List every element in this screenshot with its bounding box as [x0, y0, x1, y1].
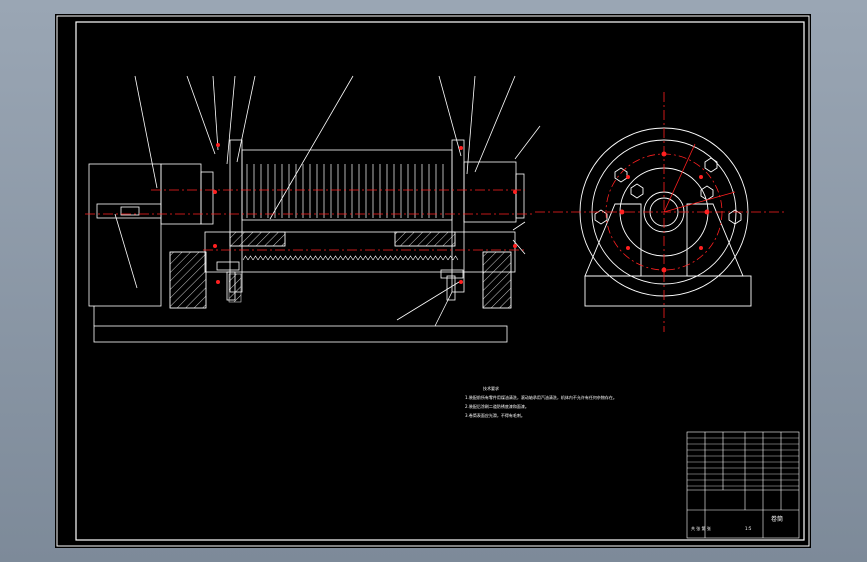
title-block-name: 卷筒	[771, 516, 784, 523]
motor-outline	[88, 163, 162, 307]
title-block-sheet: 共 张 第 张	[691, 526, 711, 531]
note-line-1: 1.装配前所有零件用煤油清洗，滚动轴承用汽油清洗，机体内不允许有任何杂物存在。	[465, 395, 617, 400]
technical-notes: 技术要求 1.装配前所有零件用煤油清洗，滚动轴承用汽油清洗，机体内不允许有任何杂…	[465, 384, 685, 420]
note-line-3: 3.卷筒表面应光滑，不得有毛刺。	[465, 413, 525, 418]
title-block-frame	[686, 431, 800, 539]
front-view	[88, 75, 541, 343]
notes-heading: 技术要求	[483, 386, 499, 391]
base-frame	[93, 325, 508, 343]
inner-frame	[75, 21, 805, 541]
note-line-2: 2.装配后涂刷二道防锈底漆和面漆。	[465, 404, 529, 409]
outer-frame	[56, 15, 810, 547]
cad-drawing	[56, 15, 810, 547]
title-block-scale: 1:5	[745, 526, 752, 531]
front-bolt-marks	[213, 143, 517, 284]
side-bolt-marks	[619, 151, 710, 273]
drawing-sheet: 技术要求 1.装配前所有零件用煤油清洗，滚动轴承用汽油清洗，机体内不允许有任何杂…	[55, 14, 811, 548]
section-hatching	[169, 231, 512, 309]
front-centerlines	[85, 189, 535, 251]
gear-teeth	[242, 255, 459, 261]
drum-grooves	[246, 164, 444, 218]
title-block-rows	[687, 437, 799, 487]
